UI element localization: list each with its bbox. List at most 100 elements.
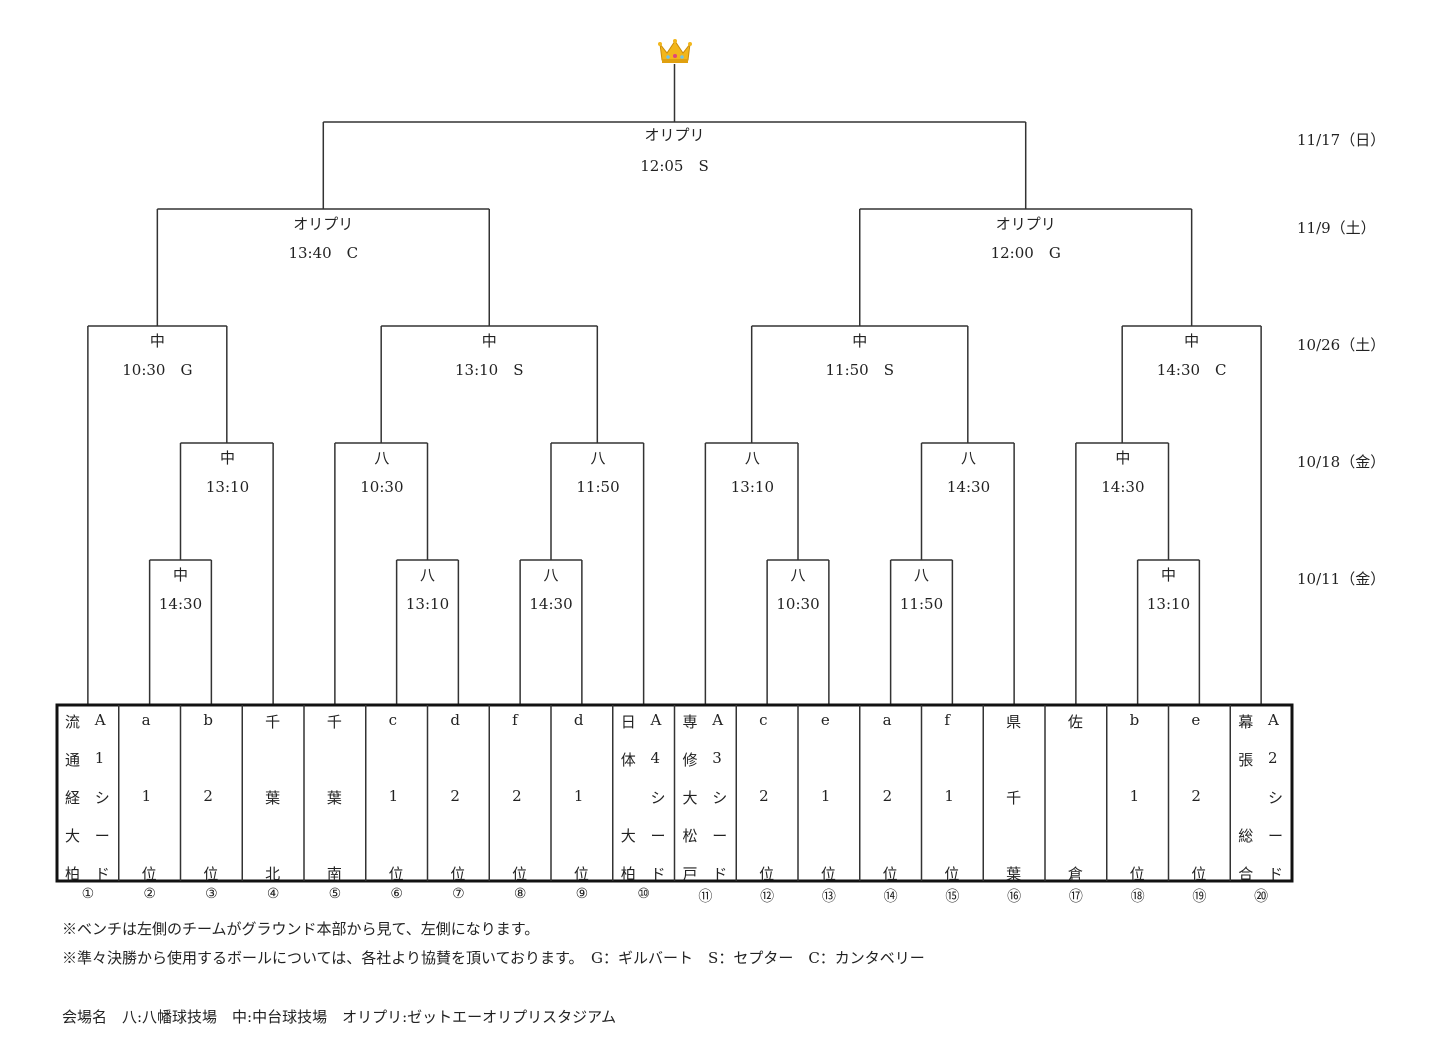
team-name-char: 専 [682, 713, 698, 731]
team-name-char: 総 [1238, 827, 1254, 845]
team-number: ⑱ [1130, 889, 1145, 905]
team-number: ⑰ [1068, 889, 1083, 905]
team-name-char: 大 [620, 827, 636, 845]
round-date: 10/26（土） [1297, 336, 1386, 354]
team-name-char: 通 [65, 751, 81, 769]
team-name-char: 1 [573, 787, 584, 805]
team-name-char: 2 [1191, 787, 1201, 805]
match-semi-right-time: 12:00 G [990, 244, 1061, 262]
team-number: ⑬ [821, 889, 836, 905]
team-name-char: 2 [203, 787, 213, 805]
round-date: 10/11（金） [1297, 570, 1386, 588]
team-name-char: 大 [682, 789, 698, 807]
team-name-char: 戸 [682, 865, 698, 883]
team-seed-char: ド [650, 865, 666, 883]
team-name-char: 体 [620, 751, 636, 769]
team-number: ⑤ [328, 886, 342, 902]
match-qf-3-venue: 中 [852, 332, 868, 350]
match-r2-4-venue: 八 [744, 449, 760, 467]
team-name-char: 1 [820, 787, 831, 805]
team-name-char: 位 [141, 865, 157, 883]
round-date: 11/17（日） [1297, 131, 1386, 149]
team-name-char: 倉 [1067, 865, 1083, 883]
team-name-char: 千 [326, 713, 342, 731]
match-r2-5-venue: 八 [960, 449, 977, 467]
team-name-char: 位 [573, 865, 589, 883]
team-name-char: 修 [682, 751, 698, 769]
team-number: ⑥ [390, 886, 403, 902]
match-r2-1-venue: 中 [219, 449, 236, 467]
team-name-char: f [944, 711, 950, 729]
team-name-char: e [820, 711, 830, 729]
match-qf-2-time: 13:10 S [454, 361, 524, 379]
note-ball: ※準々決勝から使用するボールについては、各社より協賛を頂いております。 G：ギル… [62, 949, 925, 967]
team-name-char: 2 [450, 787, 460, 805]
match-r1-1-time: 14:30 [158, 595, 203, 613]
team-name-char: 大 [65, 827, 81, 845]
match-semi-right-venue: オリプリ [995, 215, 1056, 233]
team-name-char: a [141, 711, 151, 729]
team-seed-char: A [650, 711, 662, 729]
match-r2-2-time: 10:30 [360, 478, 404, 496]
team-name-char: d [573, 711, 584, 729]
team-seed-char: シ [712, 789, 728, 807]
match-r2-6-time: 14:30 [1101, 478, 1145, 496]
team-name-char: 張 [1238, 751, 1254, 769]
crown-icon [658, 39, 692, 63]
team-name-char: c [759, 711, 768, 729]
team-number: ⑯ [1007, 889, 1022, 905]
team-number: ⑩ [637, 886, 650, 902]
team-number: ⑳ [1254, 889, 1269, 905]
team-name-char: 合 [1238, 865, 1254, 883]
match-r1-2-venue: 八 [419, 566, 436, 584]
team-number: ⑨ [575, 886, 589, 902]
team-name-char: 佐 [1067, 713, 1083, 731]
team-name-char: 2 [882, 787, 893, 805]
team-name-char: 南 [326, 865, 342, 883]
match-r2-2-venue: 八 [374, 449, 390, 467]
team-name-char: 葉 [326, 789, 342, 807]
team-seed-char: 2 [1268, 749, 1278, 767]
match-qf-4-venue: 中 [1184, 332, 1200, 350]
team-name-char: 位 [203, 865, 219, 883]
team-seed-char: シ [650, 789, 666, 807]
team-name-char: d [450, 711, 460, 729]
match-r2-3-venue: 八 [590, 449, 606, 467]
team-cell: 千葉北 [242, 707, 304, 883]
team-seed-char: ド [712, 865, 728, 883]
team-name-char: 1 [944, 787, 954, 805]
team-name-char: a [882, 711, 892, 729]
team-name-char: 位 [759, 865, 775, 883]
match-final-time: 12:05 S [640, 157, 709, 175]
team-name-char: b [203, 711, 213, 729]
team-seed-char: A [1268, 711, 1279, 729]
team-seed-char: ー [1268, 827, 1284, 845]
team-cell: e 1 位 [798, 707, 860, 883]
team-number: ⑪ [698, 889, 713, 905]
team-name-char: 2 [512, 787, 522, 805]
team-name-char: 位 [820, 865, 836, 883]
team-seed-char: ー [650, 827, 666, 845]
match-qf-3-time: 11:50 S [825, 361, 895, 379]
team-name-char: 柏 [65, 865, 81, 883]
team-seed-char: A [712, 711, 724, 729]
team-name-char: 位 [944, 865, 960, 883]
note-venue: 会場名 八:八幡球技場 中:中台球技場 オリプリ:ゼットエーオリプリスタジアム [62, 1008, 617, 1026]
team-name-char: 葉 [1006, 865, 1022, 883]
match-r1-4-time: 10:30 [776, 595, 820, 613]
team-seed-char: シ [1268, 789, 1284, 807]
team-number: ⑦ [452, 886, 465, 902]
team-seed-char: ー [712, 827, 728, 845]
team-number: ② [143, 886, 156, 902]
team-number: ⑭ [883, 889, 898, 905]
match-r2-3-time: 11:50 [576, 478, 620, 496]
note-bench: ※ベンチは左側のチームがグラウンド本部から見て、左側になります。 [62, 920, 540, 938]
team-name-char: 柏 [620, 865, 636, 883]
